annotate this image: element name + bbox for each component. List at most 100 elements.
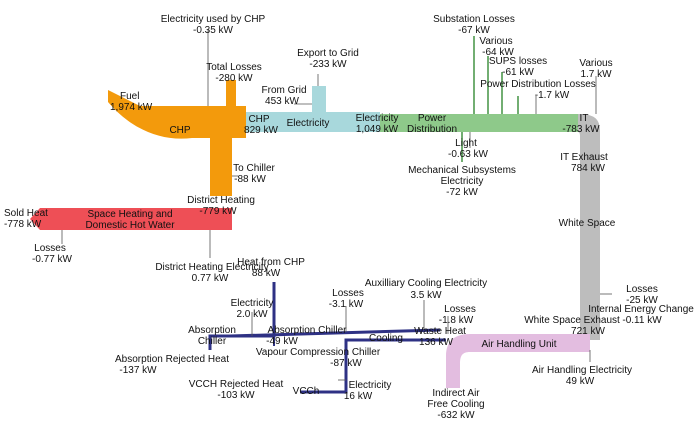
value-indirect-air: -632 kW (437, 410, 475, 421)
label-waste-heat: Waste Heat (414, 326, 466, 337)
label-mech-subsystems: Mechanical Subsystems (408, 165, 516, 176)
label-vcch: VCCh (293, 386, 320, 397)
power-branches (461, 36, 537, 162)
value-to-chiller: -88 kW (234, 174, 266, 185)
label-fuel: Fuel (120, 91, 139, 102)
air-handling-flow (446, 334, 590, 388)
label-losses-waste: Losses (444, 304, 476, 315)
value-district-heating: -779 kW (199, 206, 237, 217)
value-export: -233 kW (309, 59, 347, 70)
label-chp-out: CHP (248, 114, 269, 125)
electricity-flow (246, 112, 380, 132)
value-aux-cooling: 3.5 kW (410, 290, 442, 301)
grid-flow (312, 86, 326, 112)
label-district-heating: District Heating (187, 195, 255, 206)
value-vcch-electricity: 16 kW (344, 391, 373, 402)
label-from-grid: From Grid (262, 85, 307, 96)
label-heat-from-chp: Heat from CHP (237, 257, 305, 268)
label-losses-ws: Losses (626, 284, 658, 295)
label-chp-node: CHP (169, 125, 190, 136)
value-it: -783 kW (562, 124, 600, 135)
value-dh-electricity: 0.77 kW (192, 273, 229, 284)
value-sold-heat: -778 kW (4, 219, 42, 230)
value-total-losses: -280 kW (215, 73, 253, 84)
value-electricity-out: 1,049 kW (356, 124, 399, 135)
label-various-it: Various (579, 58, 612, 69)
label-white-space: White Space (559, 218, 616, 229)
value-vcc: -87 kW (330, 358, 362, 369)
value-heat-from-chp: 88 kW (252, 268, 281, 279)
value-fuel: 1,974 kW (110, 102, 153, 113)
label-vcch-electricity: Electricity (349, 380, 392, 391)
labels: Electricity used by CHP -0.35 kW Total L… (4, 14, 694, 421)
value-air-handling-electricity: 49 kW (566, 376, 595, 387)
label-electricity-out: Electricity (356, 113, 399, 124)
label-mech-subsystems-2: Electricity (441, 176, 484, 187)
value-waste-heat: 136 kW (419, 337, 453, 348)
label-absorption-chiller-out: Absorption Chiller (268, 325, 348, 336)
label-power-dist-losses: Power Distribution Losses (480, 79, 596, 90)
label-internal-energy: Internal Energy Change (588, 304, 694, 315)
label-air-handling-electricity: Air Handling Electricity (532, 365, 632, 376)
label-space-heating-2: Domestic Hot Water (85, 220, 175, 231)
label-electricity-node: Electricity (287, 118, 330, 129)
value-white-space-exhaust: 721 kW (571, 326, 605, 337)
value-vcch-rejected: -103 kW (217, 390, 255, 401)
label-power-distribution-2: Distribution (407, 124, 457, 135)
value-from-grid: 453 kW (265, 96, 299, 107)
label-light: Light (455, 138, 477, 149)
value-power-dist-losses: -1.7 kW (535, 90, 570, 101)
label-to-chiller: To Chiller (233, 163, 275, 174)
value-losses-cool: -3.1 kW (329, 299, 364, 310)
label-it-exhaust: IT Exhaust (560, 152, 608, 163)
label-sups-losses: SUPS losses (489, 56, 547, 67)
label-absorption-electricity: Electricity (231, 298, 274, 309)
label-it: IT (580, 113, 589, 124)
value-losses-heat: -0.77 kW (32, 254, 73, 265)
label-export: Export to Grid (297, 48, 359, 59)
label-cooling: Cooling (369, 333, 403, 344)
value-losses-ws: -25 kW (626, 295, 658, 306)
power-distribution-flow (380, 114, 578, 132)
value-chp-electricity-used: -0.35 kW (193, 25, 234, 36)
label-absorption-chiller-2: Chiller (198, 336, 227, 347)
label-losses-cool: Losses (332, 288, 364, 299)
label-power-distribution: Power (418, 113, 447, 124)
label-vcc: Vapour Compression Chiller (256, 347, 381, 358)
label-sold-heat: Sold Heat (4, 208, 48, 219)
label-substation-losses: Substation Losses (433, 14, 515, 25)
label-losses-heat: Losses (34, 243, 66, 254)
label-indirect-air: Indirect Air (432, 388, 480, 399)
label-space-heating: Space Heating and (87, 209, 172, 220)
label-air-handling-unit: Air Handling Unit (481, 339, 556, 350)
label-aux-cooling: Auxilliary Cooling Electricity (365, 278, 487, 289)
total-losses-flow (226, 80, 236, 106)
cooling-network (208, 282, 446, 394)
label-indirect-air-2: Free Cooling (427, 399, 484, 410)
label-white-space-exhaust: White Space Exhaust (524, 315, 620, 326)
leader-lines (61, 30, 612, 381)
it-flow (578, 114, 600, 340)
label-absorption-chiller: Absorption (188, 325, 236, 336)
value-mech-subsystems: -72 kW (446, 187, 478, 198)
label-absorption-rejected: Absorption Rejected Heat (115, 354, 229, 365)
value-internal-energy: -0.11 kW (622, 315, 662, 326)
value-various: -64 kW (482, 47, 514, 58)
value-chp-out: 829 kW (244, 125, 278, 136)
value-substation-losses: -67 kW (458, 25, 490, 36)
label-dh-electricity: District Heating Electricity (155, 262, 268, 273)
value-absorption-chiller-out: -49 kW (266, 336, 298, 347)
label-total-losses: Total Losses (206, 62, 262, 73)
value-various-it: 1.7 kW (580, 69, 612, 80)
label-chp-electricity-used: Electricity used by CHP (161, 14, 266, 25)
value-sups-losses: -61 kW (502, 67, 534, 78)
value-light: -0.63 kW (448, 149, 489, 160)
value-absorption-rejected: -137 kW (119, 365, 157, 376)
value-absorption-electricity: 2.0 kW (236, 309, 268, 320)
label-vcch-rejected: VCCH Rejected Heat (189, 379, 284, 390)
label-various: Various (479, 36, 512, 47)
value-losses-waste: -1.8 kW (439, 315, 474, 326)
value-it-exhaust: 784 kW (571, 163, 605, 174)
